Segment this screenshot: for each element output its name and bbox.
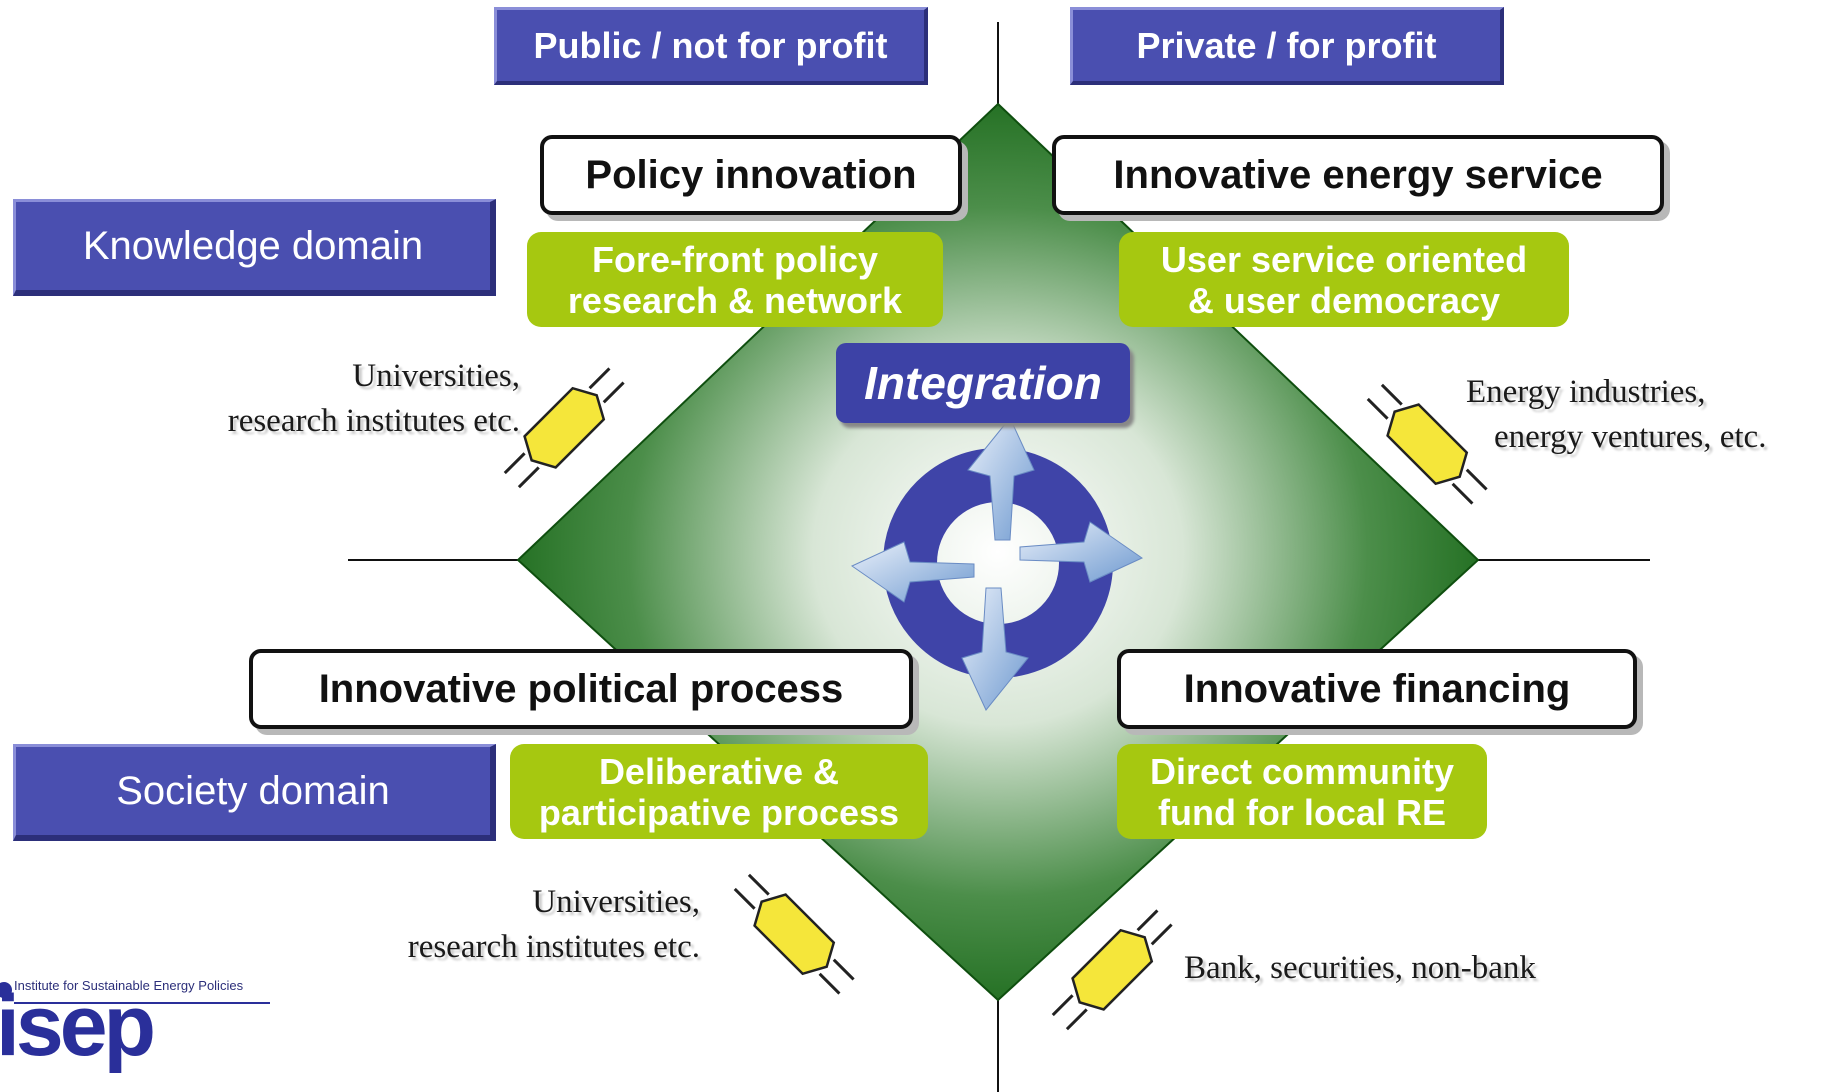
political-process-title: Innovative political process — [318, 666, 844, 711]
political-process-box: Innovative political process — [249, 649, 913, 729]
policy-innovation-box: Policy innovation — [540, 135, 962, 215]
connector-top-right-icon — [1366, 383, 1488, 505]
connector-bottom-left-icon — [733, 873, 855, 995]
integration-label: Integration — [864, 357, 1102, 409]
actor-top-left: Universities, research institutes etc. — [190, 354, 520, 444]
financing-title: Innovative financing — [1183, 666, 1571, 711]
policy-detail-line1: Fore-front policy — [592, 238, 878, 280]
society-domain-label: Society domain — [116, 768, 390, 813]
political-process-detail-box: Deliberative &participative process — [510, 744, 928, 839]
financing-detail-line2: fund for local RE — [1157, 791, 1446, 833]
actor-bottom-left: Universities, research institutes etc. — [360, 880, 700, 970]
actor-bottom-left-line2: research institutes etc. — [407, 929, 700, 965]
financing-box: Innovative financing — [1117, 649, 1637, 729]
energy-service-detail-box: User service oriented& user democracy — [1119, 232, 1569, 327]
policy-detail-line2: research & network — [567, 279, 903, 321]
energy-service-detail-line1: User service oriented — [1160, 238, 1528, 280]
connector-bottom-right-icon — [1051, 909, 1173, 1031]
actor-bottom-right: Bank, securities, non-bank — [1184, 946, 1604, 991]
connector-top-left-icon — [503, 367, 625, 489]
integration-cycle-icon — [850, 417, 1144, 711]
actor-top-right-line1: Energy industries, — [1466, 374, 1706, 410]
header-public-label: Public / not for profit — [533, 24, 888, 66]
integration-label-box: Integration — [836, 343, 1130, 423]
actor-bottom-right-text: Bank, securities, non-bank — [1184, 950, 1536, 986]
header-private-label: Private / for profit — [1136, 24, 1437, 66]
actor-top-right: Energy industries, energy ventures, etc. — [1466, 370, 1806, 460]
political-process-detail-line1: Deliberative & — [598, 750, 840, 792]
society-domain-box: Society domain — [13, 744, 496, 841]
energy-service-detail-line2: & user democracy — [1187, 279, 1501, 321]
header-private: Private / for profit — [1070, 7, 1504, 85]
financing-detail-line1: Direct community — [1149, 750, 1455, 792]
logo-dot-icon — [0, 982, 12, 998]
actor-bottom-left-line1: Universities, — [532, 884, 700, 920]
header-public: Public / not for profit — [494, 7, 928, 85]
actor-top-left-line2: research institutes etc. — [227, 403, 520, 439]
actor-top-left-line1: Universities, — [352, 358, 520, 394]
knowledge-domain-label: Knowledge domain — [82, 223, 424, 268]
political-process-detail-line2: participative process — [538, 791, 900, 833]
knowledge-domain-box: Knowledge domain — [13, 199, 496, 296]
actor-top-right-line2: energy ventures, etc. — [1494, 419, 1767, 455]
logo-subtitle: Institute for Sustainable Energy Policie… — [14, 978, 244, 993]
energy-service-box: Innovative energy service — [1052, 135, 1664, 215]
energy-service-title: Innovative energy service — [1113, 152, 1603, 197]
logo-name: isep — [0, 978, 156, 1074]
policy-innovation-title: Policy innovation — [585, 152, 917, 197]
